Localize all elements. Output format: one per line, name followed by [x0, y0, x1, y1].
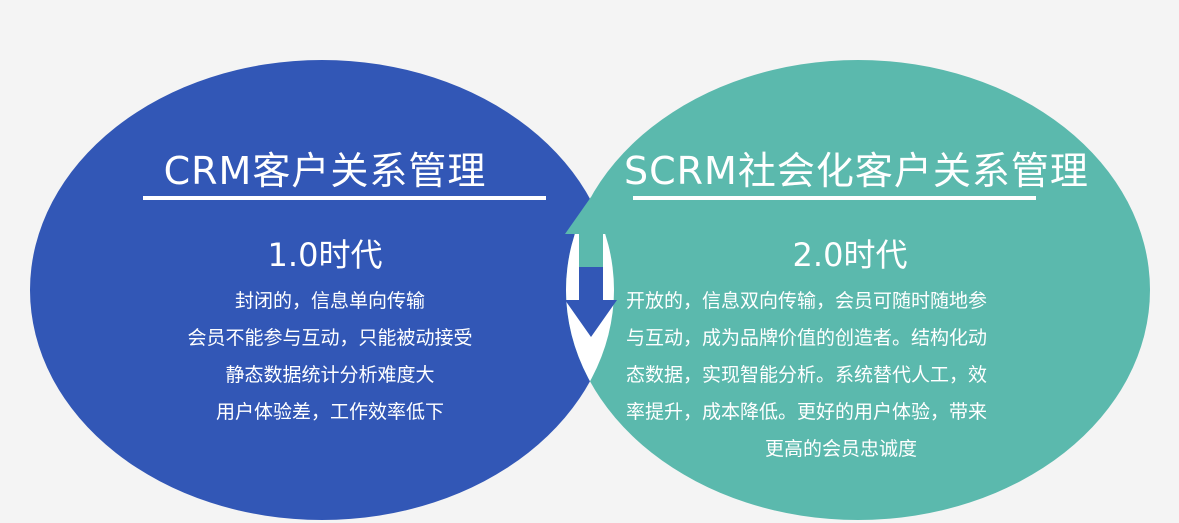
- left-line: 静态数据统计分析难度大: [225, 364, 435, 386]
- arrow-down-part: [565, 267, 617, 337]
- left-line: 会员不能参与互动，只能被动接受: [187, 327, 473, 349]
- right-era: 2.0时代: [792, 236, 908, 274]
- right-line: 态数据，实现智能分析。系统替代人工，效: [626, 364, 988, 386]
- left-description: 封闭的，信息单向传输 会员不能参与互动，只能被动接受 静态数据统计分析难度大 用…: [140, 283, 520, 431]
- right-description: 开放的，信息双向传输，会员可随时随地参 与互动，成为品牌价值的创造者。结构化动 …: [626, 283, 1086, 468]
- right-circle: [566, 60, 1150, 520]
- right-line: 开放的，信息双向传输，会员可随时随地参: [626, 290, 988, 312]
- left-line: 用户体验差，工作效率低下: [215, 401, 444, 423]
- arrow-up-part: [565, 197, 617, 267]
- left-circle: [30, 60, 614, 520]
- left-divider: [143, 196, 546, 200]
- left-line: 封闭的，信息单向传输: [234, 290, 425, 312]
- right-line: 与互动，成为品牌价值的创造者。结构化动: [626, 327, 988, 349]
- left-era: 1.0时代: [267, 236, 383, 274]
- right-divider: [633, 196, 1036, 200]
- right-title: SCRM社会化客户关系管理: [624, 149, 1089, 193]
- left-title: CRM客户关系管理: [163, 149, 487, 193]
- right-line: 更高的会员忠诚度: [764, 438, 917, 460]
- right-line: 率提升，成本降低。更好的用户体验，带来: [626, 401, 988, 423]
- up-down-arrow-icon: [565, 197, 617, 337]
